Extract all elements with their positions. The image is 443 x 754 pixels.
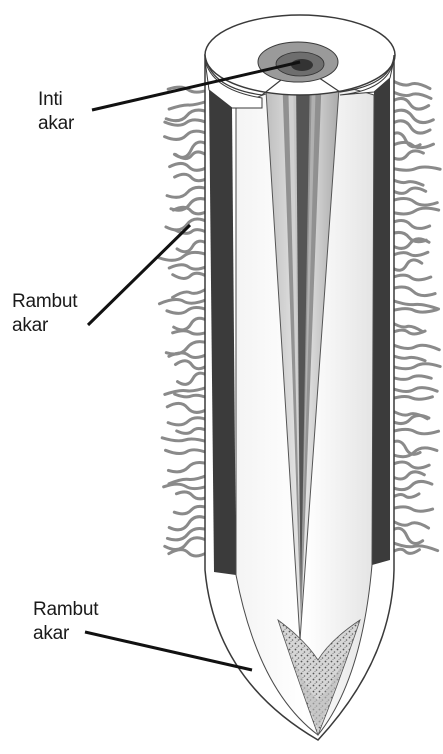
root-hair bbox=[178, 373, 208, 384]
root-hair bbox=[391, 528, 423, 543]
label-rambut-akar-upper: Rambut akar bbox=[12, 290, 77, 338]
root-hair bbox=[391, 494, 419, 498]
root-hair bbox=[391, 355, 425, 361]
root-hair bbox=[169, 475, 208, 484]
root-hair bbox=[176, 152, 208, 159]
root-hair bbox=[175, 174, 208, 180]
root-hair bbox=[177, 241, 208, 252]
root-hair bbox=[391, 388, 437, 392]
root-hair bbox=[175, 394, 208, 398]
root-hair bbox=[166, 450, 208, 454]
root-hair bbox=[166, 342, 208, 354]
root-hair bbox=[391, 520, 429, 528]
root-hair bbox=[165, 131, 208, 139]
root-hair bbox=[159, 299, 208, 304]
root-hair bbox=[177, 429, 208, 434]
root-hair bbox=[173, 288, 208, 297]
root-hair bbox=[170, 163, 208, 170]
root-hair bbox=[168, 418, 208, 425]
root-hair bbox=[164, 484, 208, 488]
root-hairs-left bbox=[159, 87, 208, 556]
root-hair bbox=[391, 167, 440, 170]
label-rambut-akar-upper-line2: akar bbox=[12, 314, 77, 338]
label-inti-akar-line2: akar bbox=[38, 112, 74, 136]
root-hair bbox=[391, 462, 429, 468]
root-hair bbox=[391, 221, 430, 229]
root-hair bbox=[391, 549, 419, 553]
root-hairs-right bbox=[391, 80, 440, 553]
root-hair bbox=[391, 429, 439, 433]
root-hair bbox=[391, 252, 428, 256]
cortex-dark-band-right bbox=[372, 78, 390, 565]
root-hair bbox=[159, 252, 208, 260]
label-inti-akar: Inti akar bbox=[38, 88, 74, 136]
root-hair bbox=[391, 481, 432, 489]
root-hair bbox=[391, 179, 423, 185]
root-hair bbox=[169, 550, 208, 556]
root-hair bbox=[391, 91, 431, 98]
root-hair bbox=[391, 309, 437, 312]
root-hair bbox=[174, 506, 208, 513]
label-rambut-akar-upper-line1: Rambut bbox=[12, 290, 77, 314]
root-hair bbox=[391, 287, 435, 296]
root-hair bbox=[391, 415, 429, 423]
root-hair bbox=[391, 199, 437, 206]
root-hair bbox=[169, 101, 208, 109]
root-hair bbox=[391, 260, 422, 270]
root-hair bbox=[173, 331, 208, 334]
root-hair bbox=[169, 353, 208, 358]
label-rambut-akar-lower-line1: Rambut bbox=[33, 598, 98, 622]
root-hair bbox=[391, 275, 431, 280]
root-hair bbox=[173, 273, 208, 278]
root-hair bbox=[166, 110, 208, 121]
root-hair bbox=[391, 376, 431, 380]
root-hair bbox=[391, 364, 440, 369]
root-hair bbox=[167, 307, 208, 313]
root-hair bbox=[391, 151, 423, 159]
label-inti-akar-line1: Inti bbox=[38, 88, 74, 112]
root-hair bbox=[391, 80, 430, 89]
root-hair bbox=[391, 208, 439, 214]
root-hair bbox=[168, 463, 208, 472]
root-hair bbox=[391, 98, 429, 109]
root-hair bbox=[391, 397, 432, 400]
root-hair bbox=[391, 507, 433, 511]
root-hair bbox=[162, 438, 208, 442]
root-hair bbox=[169, 265, 208, 269]
root-hair bbox=[391, 300, 439, 309]
label-rambut-akar-lower-line2: akar bbox=[33, 622, 98, 646]
root-hair bbox=[174, 318, 208, 330]
label-rambut-akar-lower: Rambut akar bbox=[33, 598, 98, 646]
root-hair bbox=[175, 361, 208, 369]
root-hair bbox=[165, 387, 208, 394]
root-hair bbox=[167, 187, 208, 197]
root-hair bbox=[167, 403, 208, 412]
root-hair bbox=[391, 344, 439, 350]
stele-top-core bbox=[291, 59, 313, 71]
root-hair bbox=[176, 492, 208, 499]
root-hair bbox=[391, 188, 426, 193]
root-hair bbox=[391, 472, 424, 479]
